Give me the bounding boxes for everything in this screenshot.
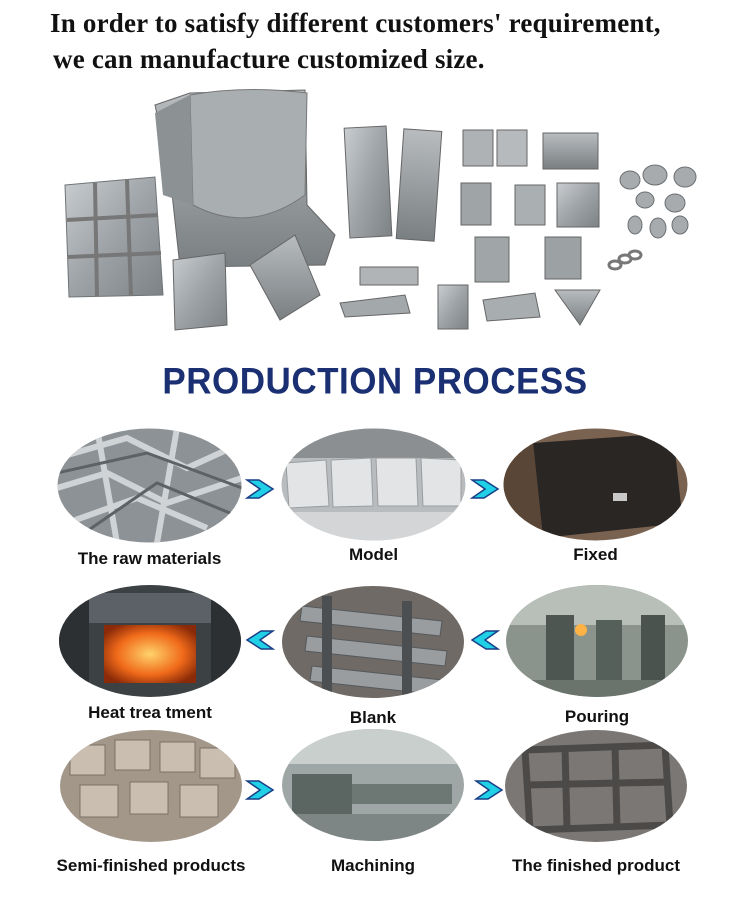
step-fixed: Fixed	[503, 428, 688, 564]
angle-casting	[249, 234, 321, 321]
raw-materials-photo	[57, 428, 242, 543]
liner-plate-casting-2	[395, 128, 443, 242]
arrow-left-icon	[470, 630, 500, 650]
section-title: PRODUCTION PROCESS	[162, 361, 588, 402]
step-heat-treatment: Heat trea tment	[59, 585, 241, 722]
fixed-photo	[503, 428, 688, 541]
liner-plate-casting	[343, 125, 393, 239]
step-label: Blank	[349, 708, 397, 727]
pouring-photo	[506, 585, 688, 697]
bracket-casting	[172, 252, 228, 331]
arrow-right-icon	[245, 780, 275, 800]
step-label: Pouring	[564, 707, 630, 726]
arrow-right-icon	[474, 780, 504, 800]
arrow-left-icon	[245, 630, 275, 650]
step-finished-product: The finished product	[505, 730, 687, 875]
semi-finished-photo	[60, 730, 242, 842]
machining-photo	[282, 729, 464, 841]
blank-photo	[282, 586, 464, 698]
step-blank: Blank	[282, 586, 464, 727]
step-label: The finished product	[511, 856, 681, 875]
step-label: Semi-finished products	[56, 856, 246, 875]
bucket-casting	[154, 88, 336, 268]
model-photo	[281, 428, 466, 541]
chain-casting	[607, 249, 643, 271]
arrow-right-icon	[470, 479, 500, 499]
step-label: The raw materials	[77, 549, 222, 568]
headline-line-2: we can manufacture customized size.	[53, 44, 485, 74]
heat-treatment-photo	[59, 585, 241, 697]
step-label: Heat trea tment	[88, 703, 212, 722]
step-label: Model	[348, 545, 399, 564]
bushing-castings	[619, 164, 697, 239]
step-label: Machining	[330, 856, 416, 875]
finished-product-photo	[505, 730, 687, 842]
arrow-right-icon	[245, 479, 275, 499]
step-pouring: Pouring	[506, 585, 688, 726]
step-label: Fixed	[573, 545, 618, 564]
step-semi-finished: Semi-finished products	[57, 730, 245, 875]
product-collage-image	[64, 88, 697, 331]
step-machining: Machining	[282, 729, 464, 875]
step-raw-materials: The raw materials	[57, 428, 242, 568]
step-model: Model	[281, 428, 466, 564]
headline-line-1: In order to satisfy different customers'…	[50, 8, 661, 38]
grate-plate-casting	[64, 176, 164, 298]
